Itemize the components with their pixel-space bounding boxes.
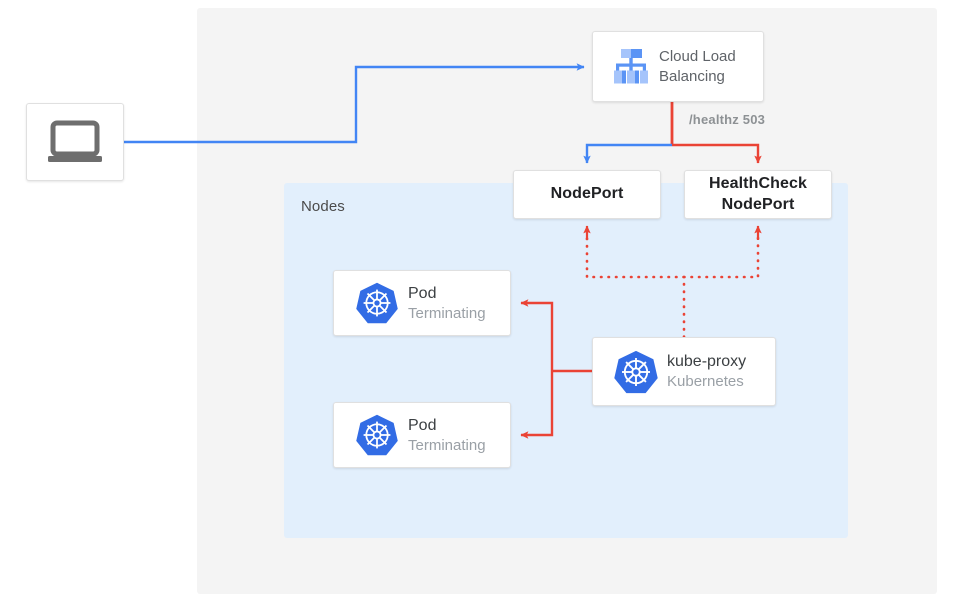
healthcheck-nodeport-label-line2: NodePort bbox=[721, 195, 795, 213]
kube-proxy-title: kube-proxy bbox=[667, 353, 747, 371]
cloud-load-balancing-title-line2: Balancing bbox=[659, 67, 725, 85]
pod-status: Terminating bbox=[408, 436, 486, 454]
healthz-status-label: /healthz 503 bbox=[689, 112, 766, 127]
laptop-icon bbox=[46, 120, 104, 164]
kubernetes-icon bbox=[346, 413, 408, 457]
cloud-load-balancing-card[interactable]: Cloud Load Balancing bbox=[592, 31, 764, 102]
pod-title: Pod bbox=[408, 416, 437, 434]
healthcheck-nodeport-card[interactable]: HealthCheck NodePort bbox=[684, 170, 832, 219]
nodeport-card[interactable]: NodePort bbox=[513, 170, 661, 219]
kube-proxy-subtitle: Kubernetes bbox=[667, 373, 744, 391]
nodeport-label: NodePort bbox=[550, 185, 624, 203]
cloud-load-balancing-icon bbox=[603, 48, 659, 86]
client-device-card[interactable] bbox=[26, 103, 124, 181]
kube-proxy-card[interactable]: kube-proxy Kubernetes bbox=[592, 337, 776, 406]
nodes-panel-label: Nodes bbox=[301, 198, 345, 215]
pod-card[interactable]: Pod Terminating bbox=[333, 402, 511, 468]
pod-title: Pod bbox=[408, 284, 437, 302]
cloud-load-balancing-title-line1: Cloud Load bbox=[659, 47, 736, 65]
kubernetes-icon bbox=[605, 349, 667, 395]
pod-status: Terminating bbox=[408, 304, 486, 322]
cloud-load-balancing-text: Cloud Load Balancing bbox=[659, 47, 736, 87]
healthcheck-nodeport-label-line1: HealthCheck bbox=[708, 175, 808, 193]
pod-card[interactable]: Pod Terminating bbox=[333, 270, 511, 336]
kubernetes-icon bbox=[346, 281, 408, 325]
healthcheck-nodeport-label: HealthCheck NodePort bbox=[709, 174, 807, 215]
kube-proxy-text: kube-proxy Kubernetes bbox=[667, 351, 746, 392]
pod-text: Pod Terminating bbox=[408, 283, 486, 324]
pod-text: Pod Terminating bbox=[408, 415, 486, 456]
